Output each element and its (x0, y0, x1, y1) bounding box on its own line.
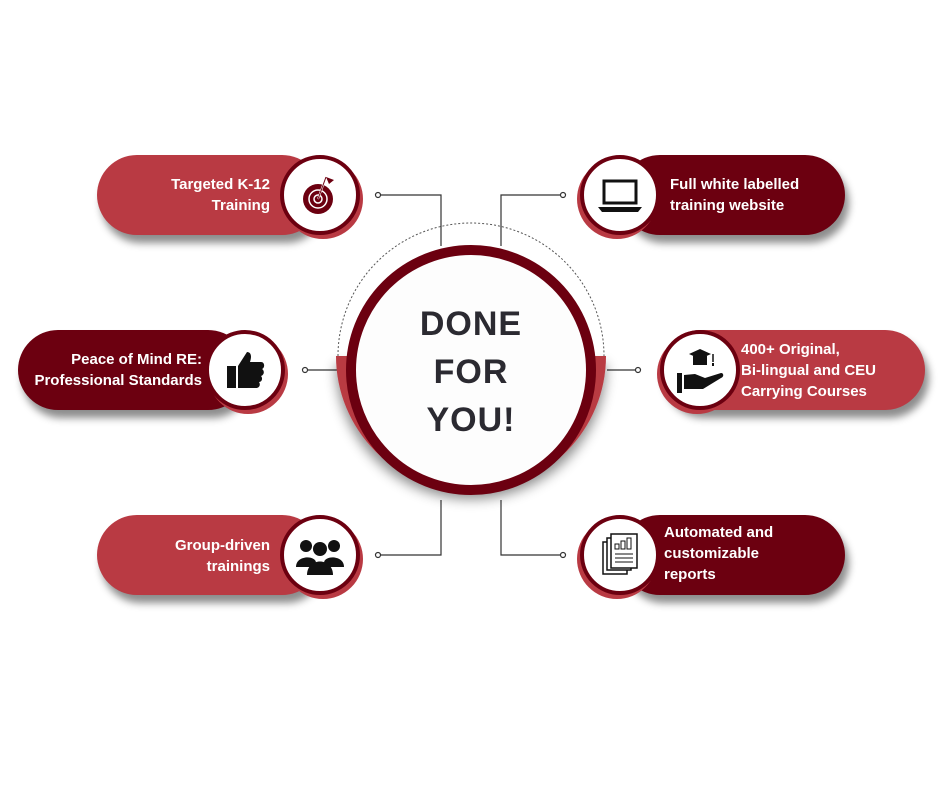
feature-label: 400+ Original, Bi-lingual and CEU Carryi… (741, 339, 876, 402)
target-flag-icon (280, 155, 360, 235)
report-icon (580, 515, 660, 595)
center-title: DONE FOR YOU! (371, 300, 571, 444)
label-line: Group-driven (174, 537, 270, 554)
label-line: Peace of Mind RE: (71, 351, 202, 368)
label-line: trainings (206, 558, 270, 575)
thumbs-up-icon (205, 330, 285, 410)
feature-label: Group-driven trainings (175, 535, 270, 577)
group-icon (280, 515, 360, 595)
label-line: 400+ Original, (741, 341, 840, 358)
label-line: Full white labelled (670, 176, 800, 193)
label-line: Bi-lingual and CEU (741, 362, 876, 379)
label-line: Automated and (664, 524, 774, 541)
feature-label: Targeted K-12 Training (171, 174, 270, 216)
label-line: training website (670, 197, 785, 214)
label-line: Carrying Courses (741, 383, 867, 400)
feature-label: Full white labelled training website (670, 174, 799, 216)
graduation-hand-icon (660, 330, 740, 410)
feature-label: Automated and customizable reports (664, 522, 773, 585)
label-line: reports (664, 566, 716, 583)
laptop-icon (580, 155, 660, 235)
label-line: Professional Standards (34, 372, 202, 389)
label-line: customizable (664, 545, 760, 562)
center-line: FOR (433, 353, 509, 391)
feature-label: Peace of Mind RE: Professional Standards (34, 349, 202, 391)
label-line: Targeted K-12 (171, 176, 270, 193)
center-line: YOU! (426, 401, 516, 439)
label-line: Training (211, 197, 270, 214)
center-line: DONE (419, 305, 523, 343)
